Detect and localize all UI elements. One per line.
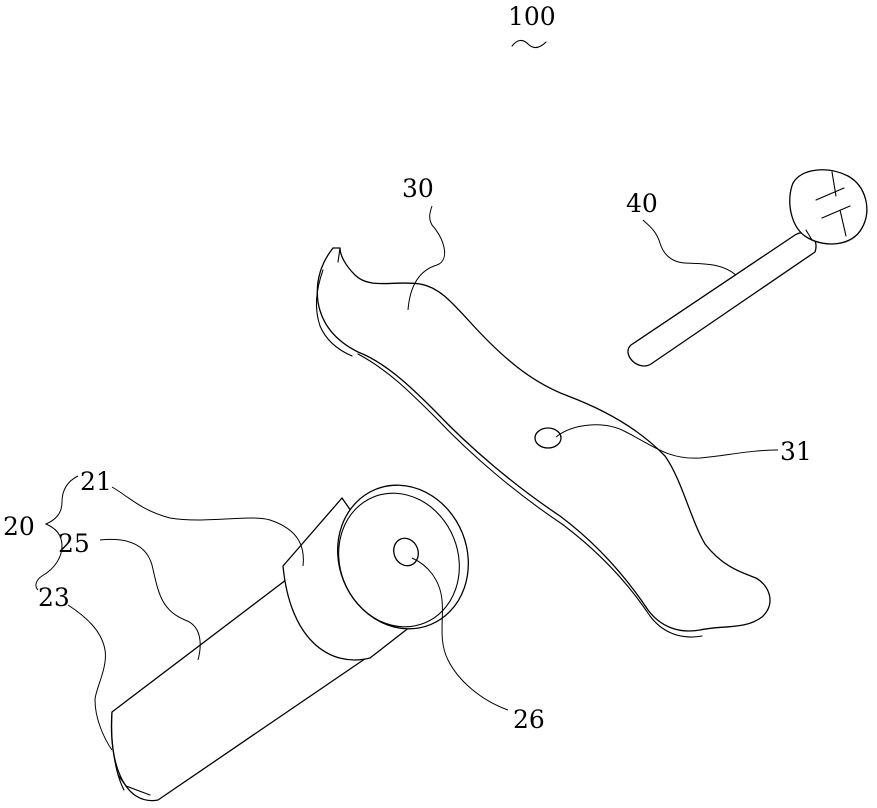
leader-40	[643, 220, 736, 275]
leader-21	[112, 487, 303, 566]
plate-hole-31	[535, 428, 561, 448]
leader-25	[100, 539, 200, 660]
label-31: 31	[780, 437, 812, 466]
label-20: 20	[3, 512, 35, 541]
screw-40	[628, 170, 867, 366]
label-100: 100	[508, 2, 556, 31]
cylinder-20	[111, 465, 489, 800]
label-30: 30	[402, 174, 434, 203]
label-26: 26	[513, 705, 545, 734]
label-25: 25	[58, 529, 90, 558]
label-21: 21	[80, 467, 112, 496]
label-23: 23	[38, 583, 70, 612]
leader-23	[68, 605, 112, 750]
label-40: 40	[626, 189, 658, 218]
reference-tilde	[512, 40, 546, 47]
